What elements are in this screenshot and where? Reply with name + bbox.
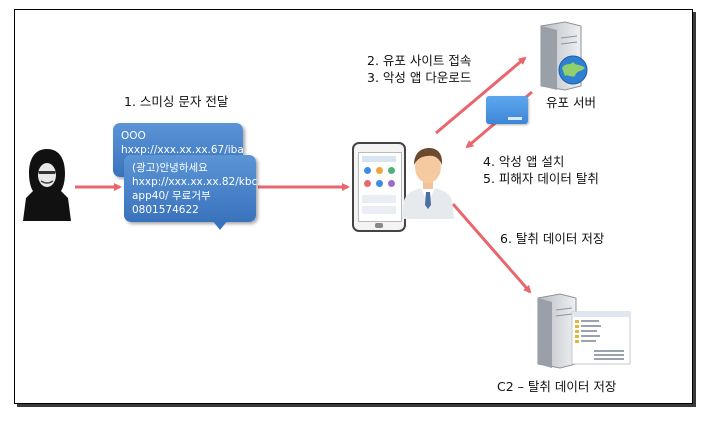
distribution-server-icon	[540, 21, 588, 91]
sms-line: OOO	[121, 130, 146, 142]
victim-person-icon	[402, 148, 454, 219]
sms-bubble-2-tail	[212, 220, 228, 230]
hacker-icon	[23, 149, 71, 221]
arrow-victim-to-server	[435, 56, 527, 135]
c2-server-label: C2 – 탈취 데이터 저장	[497, 379, 617, 394]
c2-server-icon	[537, 293, 631, 369]
smartphone-icon	[352, 142, 406, 232]
step2-label: 2. 유포 사이트 접속	[367, 53, 472, 68]
step4-label: 4. 악성 앱 설치	[483, 154, 565, 169]
sms-line: hxxp://xxx.xx.xx.67/iba	[121, 144, 244, 156]
distribution-server-label: 유포 서버	[546, 95, 596, 110]
sms-bubble-2: (광고)안녕하세요 hxxp://xxx.xx.xx.82/kbc app40/…	[124, 155, 258, 222]
step3-label: 3. 악성 앱 다운로드	[367, 70, 472, 85]
step5-label: 5. 피해자 데이터 탈취	[483, 171, 599, 186]
sms-line: (광고)안녕하세요	[132, 162, 208, 174]
step1-label: 1. 스미싱 문자 전달	[124, 94, 229, 109]
phone-screen	[358, 152, 402, 222]
sms-line: 0801574622	[132, 204, 199, 216]
step6-label: 6. 탈취 데이터 저장	[500, 231, 605, 246]
sms-line: hxxp://xxx.xx.xx.82/kbc	[132, 176, 258, 188]
arrow-victim-to-c2	[451, 203, 532, 294]
app-package-icon	[486, 96, 528, 124]
sms-line: app40/ 무료거부	[132, 190, 211, 202]
